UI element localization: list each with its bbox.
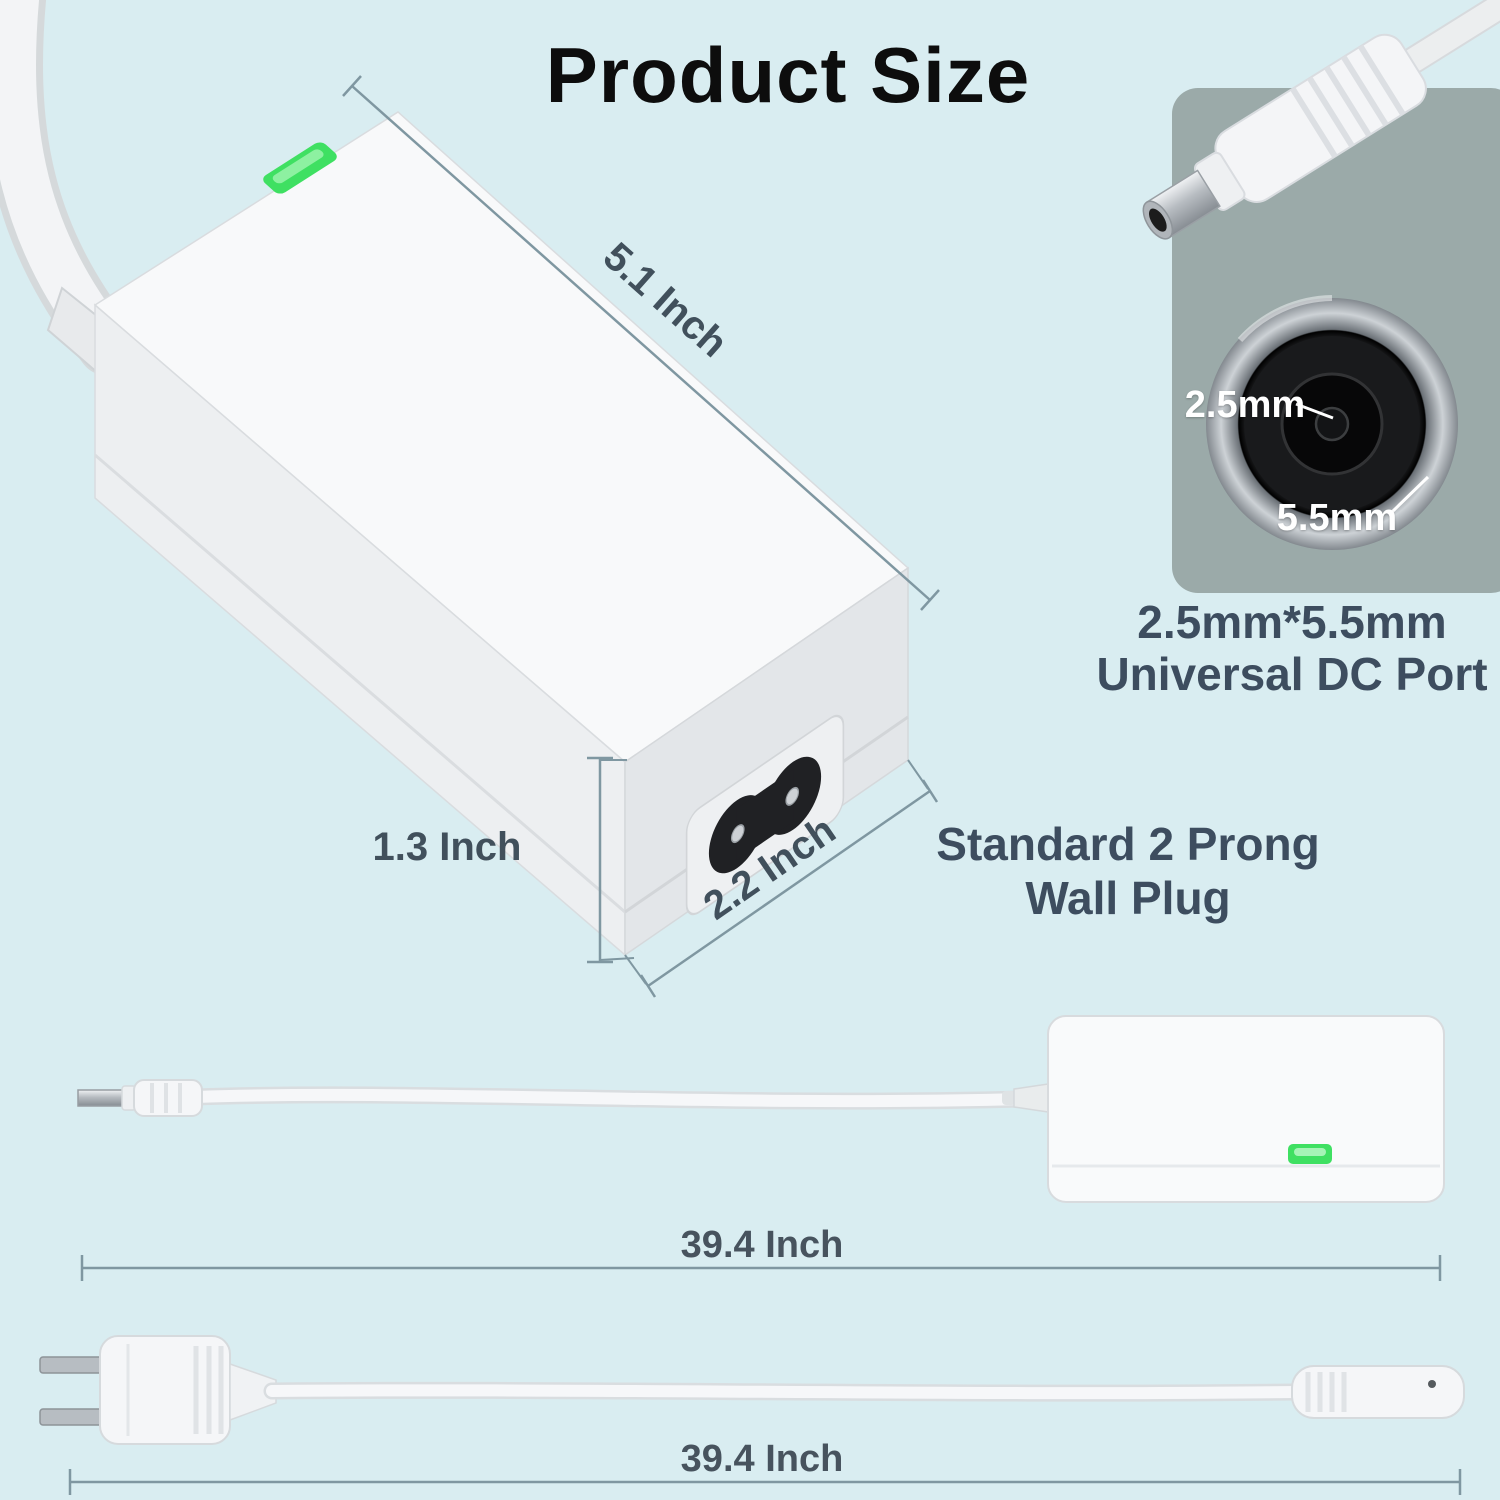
dc-port-caption-line2: Universal DC Port: [1096, 648, 1488, 700]
wall-plug-caption-line1: Standard 2 Prong: [936, 818, 1320, 870]
dc-cable-illustration: [77, 1015, 1445, 1203]
dc-cable-length-label: 39.4 Inch: [680, 1224, 844, 1266]
page-title: Product Size: [545, 31, 1031, 119]
port-leader-lines: [1295, 402, 1430, 514]
ac-cable-length-label: 39.4 Inch: [680, 1438, 844, 1480]
led-indicator: [263, 142, 337, 194]
ac-plug-illustration: [39, 1335, 277, 1445]
two-prong-inlet-icon: [685, 714, 845, 916]
led-indicator: [1288, 1144, 1332, 1164]
adapter-dimension-lines: [342, 75, 940, 998]
adapter-3d-illustration: [0, 0, 910, 957]
adapter-height-label: 1.3 Inch: [372, 825, 522, 869]
dc-port-caption-line1: 2.5mm*5.5mm: [1137, 596, 1447, 648]
dim-line-width: [624, 759, 939, 998]
adapter-top-view: [1002, 1015, 1445, 1203]
dim-line-length: [342, 75, 940, 611]
ac-cable-illustration: [263, 1365, 1465, 1419]
wall-plug-caption-line2: Wall Plug: [1025, 872, 1231, 924]
inner-diameter-label: 2.5mm: [1184, 384, 1306, 426]
dim-line-height: [587, 756, 635, 964]
dc-barrel-plug-icon: [77, 1079, 203, 1117]
dc-port-zoom-circle: [1206, 295, 1458, 550]
ac-cable-length-line: [68, 1469, 1462, 1495]
dc-plug-illustration: [1142, 0, 1500, 240]
outer-diameter-label: 5.5mm: [1276, 497, 1398, 539]
c7-connector-icon: [1291, 1365, 1465, 1419]
dc-cable-length-line: [80, 1255, 1442, 1281]
